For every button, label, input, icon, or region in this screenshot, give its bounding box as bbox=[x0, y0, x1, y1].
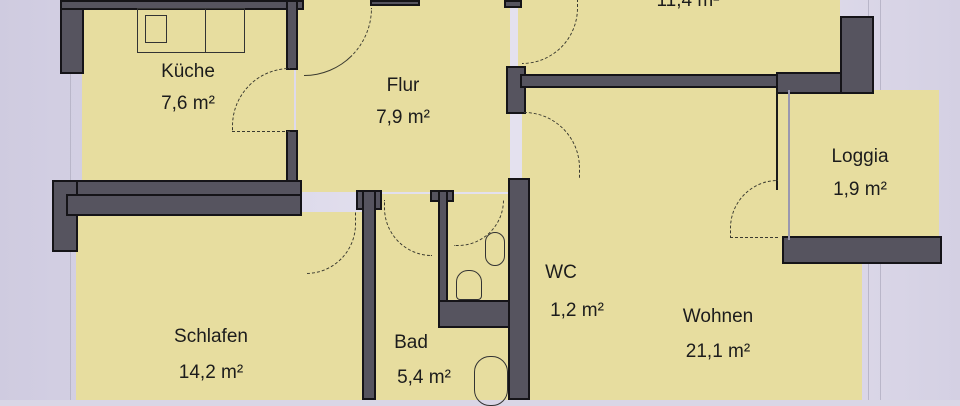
wall bbox=[504, 0, 522, 8]
room-area: 7,9 m² bbox=[376, 107, 430, 128]
wall bbox=[782, 236, 942, 264]
room-name: Wohnen bbox=[682, 306, 754, 327]
room-area: 21,1 m² bbox=[685, 341, 751, 362]
room-name: WC bbox=[545, 262, 577, 283]
wall bbox=[438, 300, 514, 328]
washbasin-icon bbox=[485, 232, 505, 266]
sink-icon bbox=[145, 15, 167, 43]
wall bbox=[60, 0, 84, 74]
room-area: 5,4 m² bbox=[397, 367, 451, 388]
window-line bbox=[788, 90, 790, 240]
wall bbox=[508, 178, 530, 400]
stove-icon bbox=[205, 8, 245, 53]
toilet-icon bbox=[456, 270, 482, 300]
wall bbox=[840, 16, 874, 94]
room-name: Schlafen bbox=[174, 326, 248, 347]
room-area: 14,2 m² bbox=[178, 362, 244, 383]
wall bbox=[66, 194, 302, 216]
bathtub-icon bbox=[474, 356, 508, 406]
wall bbox=[60, 0, 304, 10]
room-area: 1,9 m² bbox=[833, 179, 887, 200]
wall bbox=[286, 0, 298, 70]
room-area: 1,2 m² bbox=[550, 300, 604, 321]
room-area: 11,4 m² bbox=[656, 0, 720, 11]
room-name: Bad bbox=[394, 332, 428, 353]
wall bbox=[370, 0, 420, 6]
window-line bbox=[776, 90, 778, 190]
wall bbox=[362, 190, 376, 400]
room-name: Flur bbox=[386, 75, 420, 96]
room-loggia bbox=[795, 90, 939, 240]
wall bbox=[520, 74, 780, 88]
wall bbox=[438, 190, 448, 310]
room-area: 7,6 m² bbox=[161, 93, 215, 114]
room-name: Loggia bbox=[831, 146, 889, 167]
wall bbox=[52, 180, 78, 252]
room-name: Küche bbox=[161, 61, 215, 82]
